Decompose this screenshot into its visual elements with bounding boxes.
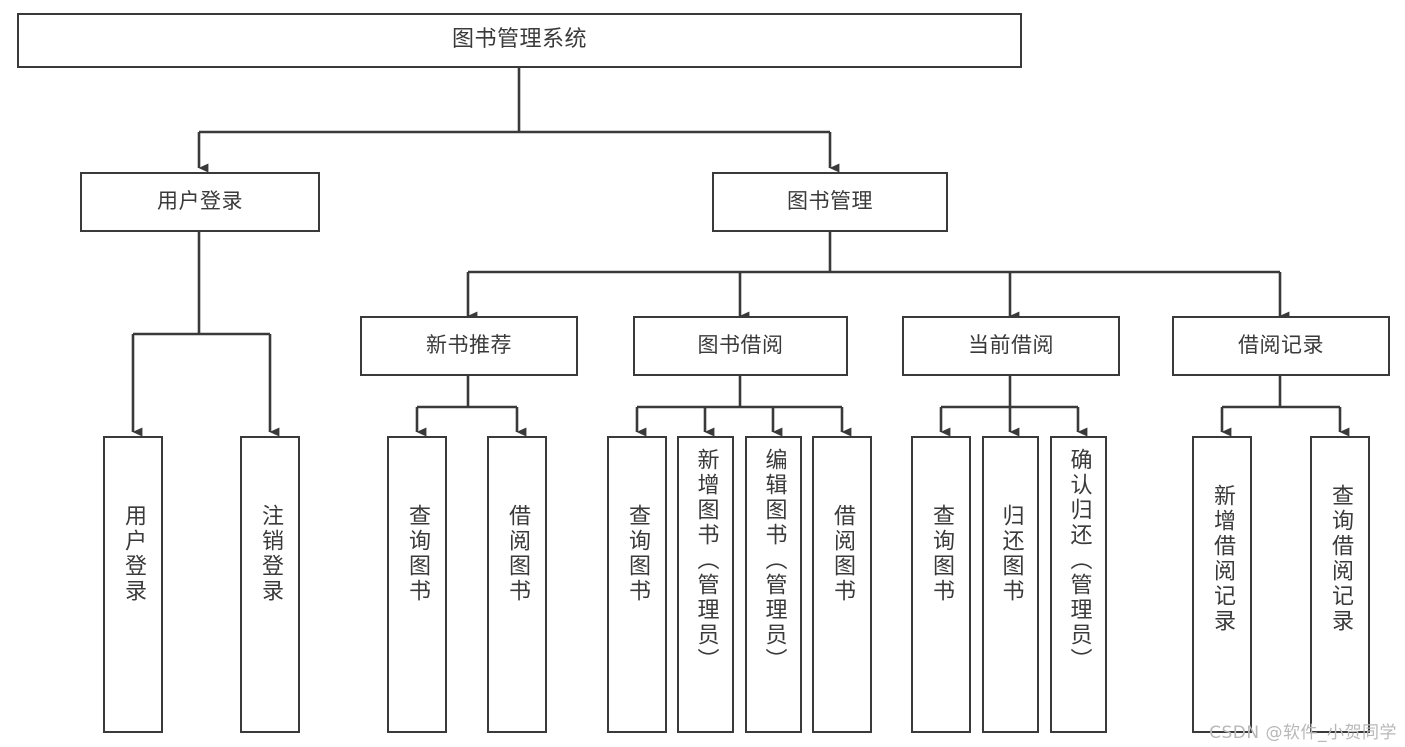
node-borrow-record-label: 借阅记录 bbox=[1238, 333, 1324, 358]
node-leaf-user-login-label: 用户登录 bbox=[121, 504, 146, 604]
node-leaf-logout-label: 注销登录 bbox=[258, 504, 283, 604]
node-book-borrow[interactable]: 图书借阅 bbox=[633, 316, 848, 376]
node-new-book-recommend[interactable]: 新书推荐 bbox=[360, 316, 578, 376]
node-leaf-query-book-2[interactable]: 查询图书 bbox=[607, 436, 667, 733]
node-leaf-query-book-1-label: 查询图书 bbox=[405, 504, 430, 604]
node-root-label: 图书管理系统 bbox=[451, 27, 587, 53]
node-leaf-borrow-book-1[interactable]: 借阅图书 bbox=[487, 436, 547, 733]
node-borrow-record[interactable]: 借阅记录 bbox=[1172, 316, 1390, 376]
node-current-borrow-label: 当前借阅 bbox=[968, 333, 1054, 358]
node-leaf-query-book-3[interactable]: 查询图书 bbox=[911, 436, 971, 733]
node-leaf-add-book-label: 新增图书（管理员） bbox=[693, 448, 719, 673]
node-current-borrow[interactable]: 当前借阅 bbox=[902, 316, 1120, 376]
node-leaf-query-book-2-label: 查询图书 bbox=[625, 504, 650, 604]
node-leaf-add-record-label: 新增借阅记录 bbox=[1210, 484, 1235, 634]
node-leaf-query-book-1[interactable]: 查询图书 bbox=[387, 436, 447, 733]
node-leaf-edit-book[interactable]: 编辑图书（管理员） bbox=[745, 436, 802, 733]
node-leaf-confirm-return[interactable]: 确认归还（管理员） bbox=[1050, 436, 1107, 733]
node-new-book-recommend-label: 新书推荐 bbox=[426, 333, 512, 358]
node-user-login[interactable]: 用户登录 bbox=[80, 172, 320, 232]
node-leaf-add-record[interactable]: 新增借阅记录 bbox=[1192, 436, 1252, 733]
node-root[interactable]: 图书管理系统 bbox=[17, 13, 1022, 68]
node-book-manage[interactable]: 图书管理 bbox=[712, 172, 948, 232]
node-leaf-logout[interactable]: 注销登录 bbox=[240, 436, 300, 733]
node-leaf-borrow-book-1-label: 借阅图书 bbox=[505, 504, 530, 604]
node-leaf-query-record[interactable]: 查询借阅记录 bbox=[1310, 436, 1370, 733]
node-user-login-label: 用户登录 bbox=[157, 189, 243, 214]
node-leaf-borrow-book-2[interactable]: 借阅图书 bbox=[812, 436, 872, 733]
node-leaf-confirm-return-label: 确认归还（管理员） bbox=[1066, 448, 1092, 673]
csdn-watermark: CSDN @软件_小贺同学 bbox=[1209, 723, 1397, 743]
node-leaf-user-login[interactable]: 用户登录 bbox=[103, 436, 163, 733]
node-leaf-add-book[interactable]: 新增图书（管理员） bbox=[677, 436, 734, 733]
node-leaf-return-book-label: 归还图书 bbox=[998, 504, 1024, 604]
node-leaf-query-book-3-label: 查询图书 bbox=[929, 504, 954, 604]
node-leaf-borrow-book-2-label: 借阅图书 bbox=[830, 504, 855, 604]
node-book-borrow-label: 图书借阅 bbox=[697, 333, 784, 358]
node-leaf-edit-book-label: 编辑图书（管理员） bbox=[761, 448, 787, 673]
node-leaf-return-book[interactable]: 归还图书 bbox=[982, 436, 1039, 733]
node-book-manage-label: 图书管理 bbox=[787, 189, 873, 214]
node-leaf-query-record-label: 查询借阅记录 bbox=[1328, 484, 1353, 634]
